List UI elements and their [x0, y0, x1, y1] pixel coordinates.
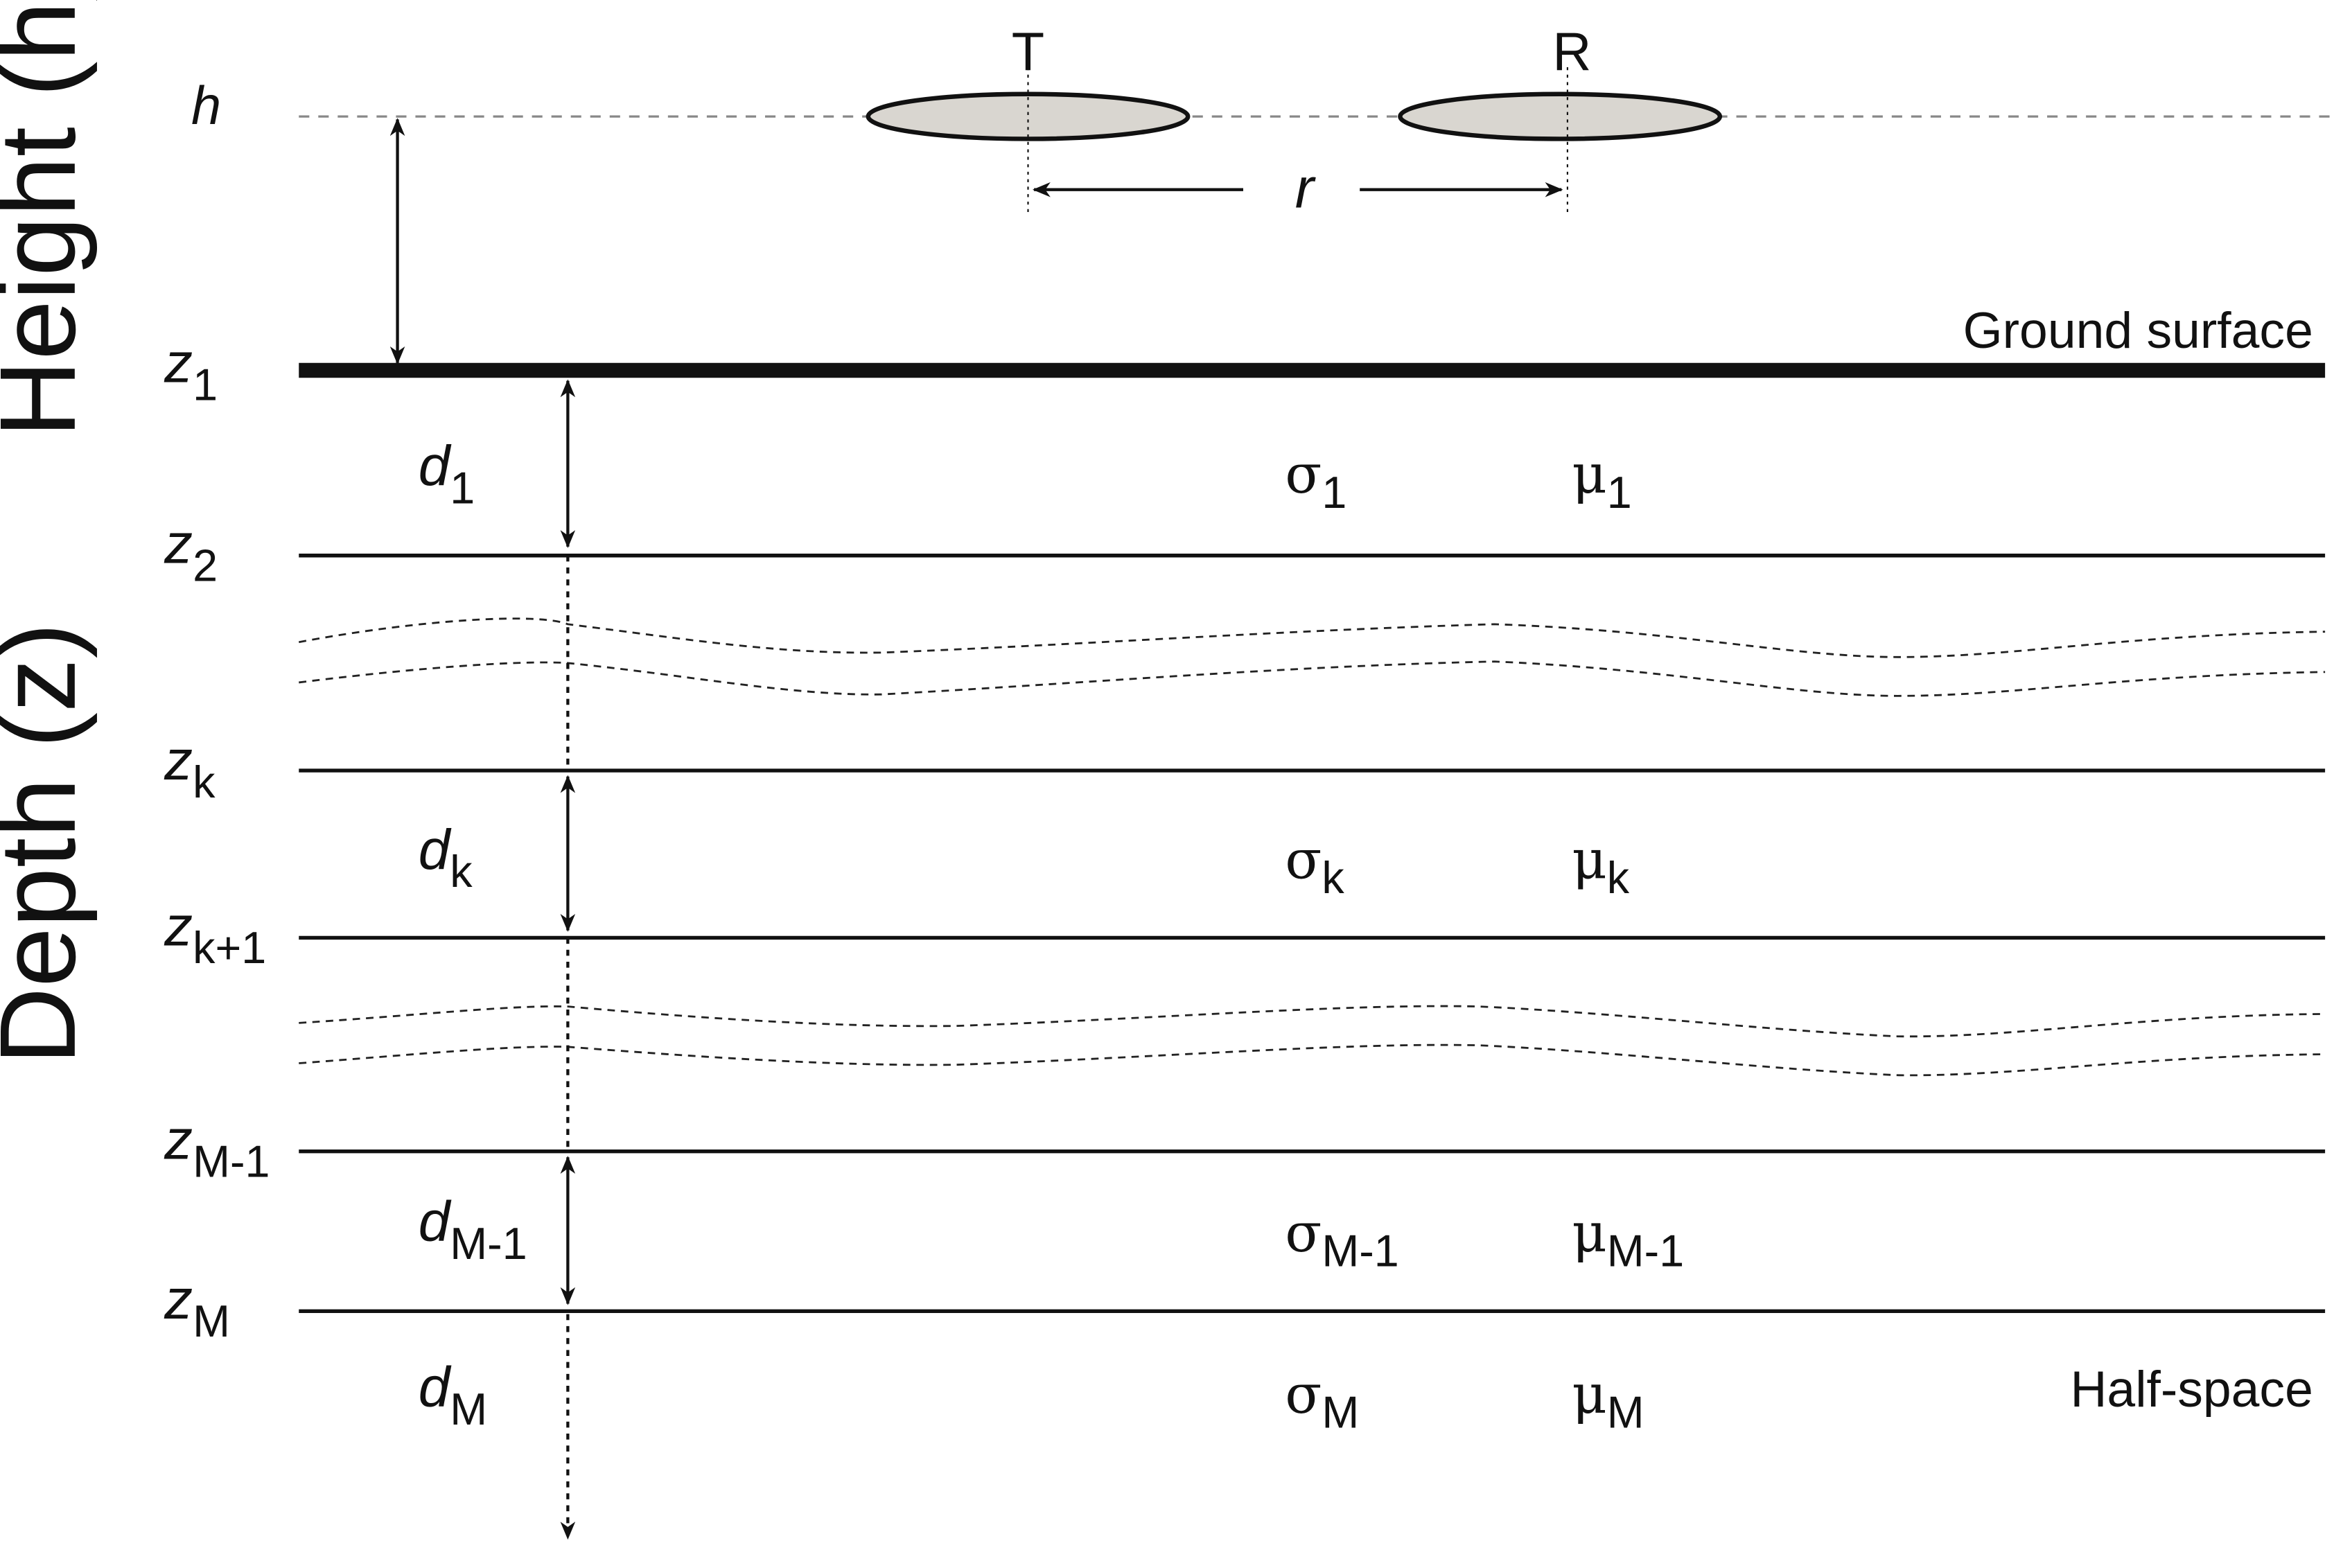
layer-thickness-d1: d1 [419, 434, 475, 513]
layer-conductivity-M: σM [1285, 1364, 1359, 1438]
layer-conductivity-1: σ1 [1285, 443, 1346, 518]
interface-label-zM-1: zM-1 [164, 1108, 270, 1186]
ground-surface-label: Ground surface [1963, 302, 2313, 359]
layer-permeability-k: μk [1572, 829, 1629, 903]
receiver-label: R [1552, 22, 1591, 82]
interface-label-zM: zM [164, 1268, 230, 1346]
layer-thickness-dM: dM [419, 1356, 487, 1434]
half-space-label: Half-space [2071, 1361, 2313, 1418]
layer-conductivity-M-1: σM-1 [1285, 1202, 1398, 1276]
depth-axis-title: Depth (z) [0, 623, 98, 1065]
height-axis-title: Height (h) [0, 0, 98, 438]
transmitter-loop [866, 91, 1191, 141]
receiver-loop [1398, 91, 1723, 141]
omitted-layers-line-1 [298, 617, 2326, 658]
interface-label-zk1: zk+1 [164, 895, 266, 973]
layer-permeability-M: μM [1572, 1364, 1644, 1438]
layer-permeability-M-1: μM-1 [1572, 1202, 1684, 1276]
interface-label-z2: z2 [164, 513, 218, 591]
layer-permeability-1: μ1 [1572, 443, 1631, 518]
layer-thickness-dM-1: dM-1 [419, 1190, 527, 1269]
separation-label: r [1295, 157, 1317, 220]
layer-conductivity-k: σk [1285, 829, 1344, 903]
height-symbol: h [191, 76, 221, 136]
interface-label-zk: zk [164, 729, 216, 807]
interface-label-z1: z1 [164, 332, 218, 410]
omitted-layers-line-4 [299, 1043, 2326, 1077]
omitted-layers-line-2 [299, 660, 2326, 697]
layer-thickness-dk: dk [419, 818, 473, 897]
omitted-layers-line-3 [299, 1005, 2326, 1038]
transmitter-label: T [1012, 22, 1044, 82]
